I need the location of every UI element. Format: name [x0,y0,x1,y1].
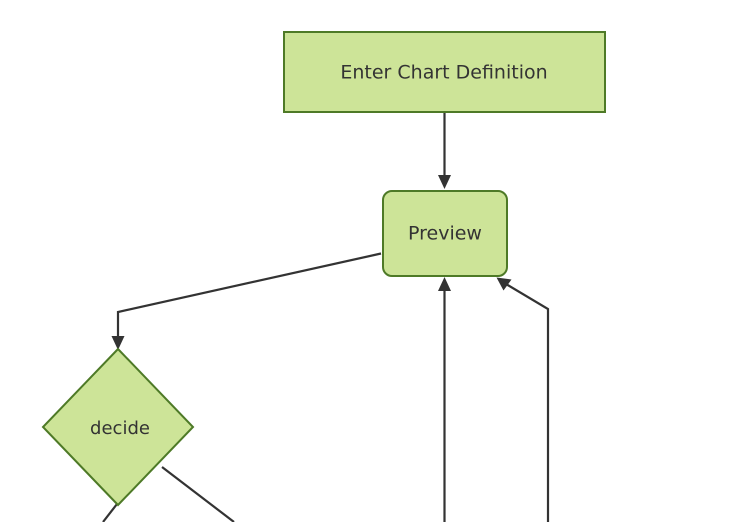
edge-decide-out-right [161,466,235,522]
edge-offscreen-right-to-preview-arrowhead [496,277,512,291]
edge-enter-to-preview [438,113,451,189]
edge-offscreen-center-to-preview [438,277,451,522]
node-decide[interactable]: decide [41,347,195,507]
edge-preview-to-decide [111,252,382,350]
edge-decide-out-right-line [161,466,235,522]
edge-preview-to-decide-line [116,252,382,338]
node-preview-label: Preview [408,223,482,245]
node-decide-shape[interactable] [41,347,195,507]
node-preview[interactable]: Preview [382,190,508,277]
node-decide-label: decide [90,418,150,439]
edge-offscreen-right-to-preview [496,277,550,522]
node-enter-chart-definition[interactable]: Enter Chart Definition [283,31,606,113]
node-preview-shape[interactable] [382,190,508,277]
node-enter-chart-definition-label: Enter Chart Definition [340,62,547,84]
edge-decide-out-left [102,503,118,522]
node-enter-chart-definition-shape[interactable] [283,31,606,113]
edge-offscreen-center-to-preview-arrowhead [438,277,451,291]
edge-decide-out-left-line [102,503,118,522]
edge-offscreen-right-to-preview-line [505,283,550,522]
edge-preview-to-decide-arrowhead [111,336,125,350]
edge-enter-to-preview-arrowhead [438,175,451,189]
